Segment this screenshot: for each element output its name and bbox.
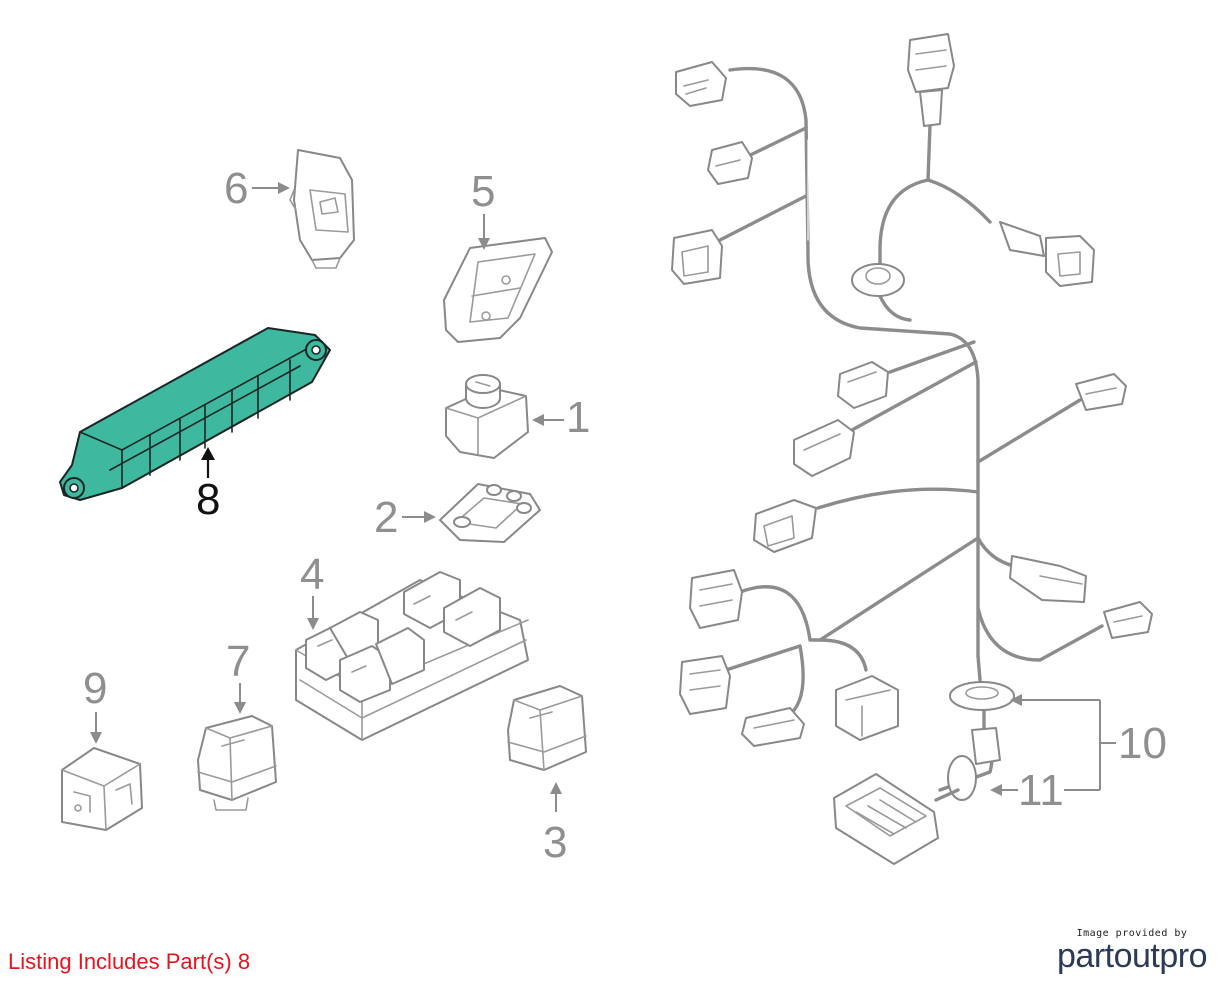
- callout-5: 5: [471, 167, 495, 216]
- listing-note: Listing Includes Part(s) 8: [8, 949, 251, 974]
- callout-6: 6: [224, 164, 248, 213]
- part-9[interactable]: [61, 747, 143, 831]
- callout-2: 2: [374, 493, 398, 542]
- callout-1: 1: [566, 393, 590, 442]
- brand-logo: Image provided by partoutpro: [1052, 928, 1212, 973]
- part-4[interactable]: [295, 571, 529, 741]
- callout-10: 10: [1118, 719, 1167, 768]
- part-8-highlighted[interactable]: [59, 327, 331, 501]
- bracket-10-11: [990, 694, 1116, 796]
- arrow-8: [201, 447, 215, 460]
- part-6[interactable]: [289, 149, 355, 269]
- callout-9: 9: [83, 664, 107, 713]
- callout-11: 11: [1018, 766, 1064, 815]
- callout-7: 7: [226, 637, 250, 686]
- part-2[interactable]: [439, 483, 541, 543]
- callout-4: 4: [300, 550, 324, 599]
- callout-8: 8: [196, 475, 220, 524]
- part-7[interactable]: [197, 715, 277, 811]
- part-3[interactable]: [507, 685, 587, 771]
- part-1[interactable]: [445, 374, 529, 459]
- brand-wordmark: partoutpro: [1057, 937, 1208, 975]
- part-5[interactable]: [443, 237, 553, 343]
- callout-3: 3: [543, 818, 567, 867]
- brand-caption: Image provided by: [1076, 928, 1188, 939]
- wiring-harness[interactable]: [671, 33, 1153, 865]
